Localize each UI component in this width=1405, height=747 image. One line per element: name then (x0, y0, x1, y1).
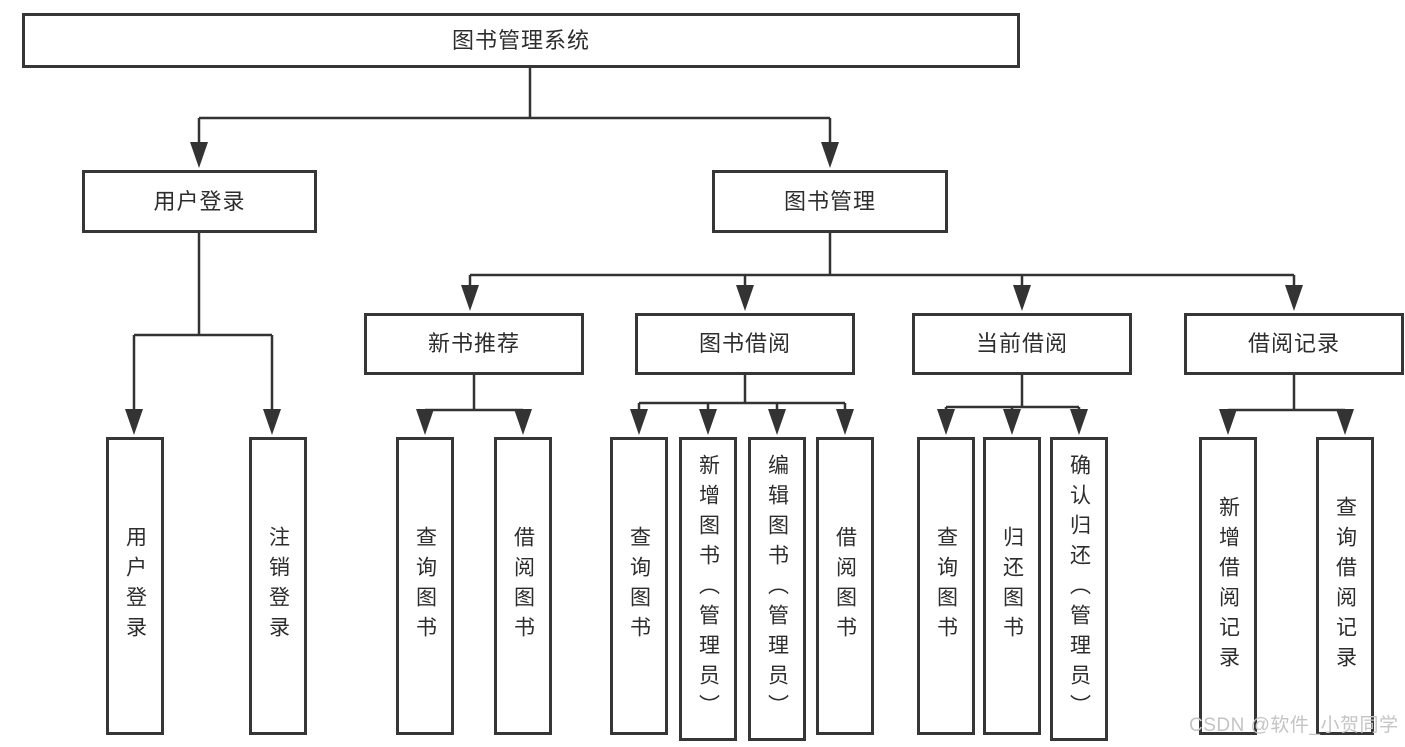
connector-borrowrecords-to-leaves (1226, 375, 1347, 416)
arrow-down-icon (1013, 285, 1031, 311)
leaf-label: 借阅图书 (511, 526, 535, 646)
leaf-edit-book-admin: 编辑图书（管理员） (748, 437, 806, 741)
node-book-management: 图书管理 (712, 170, 948, 233)
arrow-down-icon (1003, 409, 1021, 435)
arrow-down-icon (190, 142, 208, 168)
leaf-confirm-return-admin: 确认归还（管理员） (1050, 437, 1108, 741)
leaf-borrow-book: 借阅图书 (816, 437, 874, 735)
leaf-label: 归还图书 (1000, 526, 1024, 646)
arrowheads (125, 142, 1354, 435)
leaf-borrow-book-recommend: 借阅图书 (494, 437, 552, 735)
leaf-label: 用户登录 (123, 526, 147, 646)
arrow-down-icon (1285, 285, 1303, 311)
node-new-book-recommend: 新书推荐 (364, 313, 584, 375)
arrow-down-icon (416, 409, 434, 435)
arrow-down-icon (461, 285, 479, 311)
arrow-down-icon (699, 409, 717, 435)
arrow-down-icon (768, 409, 786, 435)
arrow-down-icon (836, 409, 854, 435)
arrow-down-icon (1070, 409, 1088, 435)
leaf-label: 新增图书（管理员） (696, 454, 720, 724)
leaf-label: 查询图书 (934, 526, 958, 646)
leaf-query-book-borrow: 查询图书 (610, 437, 668, 735)
leaf-label: 借阅图书 (833, 526, 857, 646)
arrow-down-icon (514, 409, 532, 435)
node-current-borrow: 当前借阅 (912, 313, 1132, 375)
leaf-label: 注销登录 (266, 526, 290, 646)
leaf-add-book-admin: 新增图书（管理员） (679, 437, 737, 741)
leaf-label: 编辑图书（管理员） (765, 454, 789, 724)
csdn-watermark: CSDN @软件_小贺同学 (1189, 715, 1399, 736)
leaf-return-book: 归还图书 (983, 437, 1041, 735)
arrow-down-icon (1336, 409, 1354, 435)
arrow-down-icon (736, 285, 754, 311)
leaf-label: 查询图书 (413, 526, 437, 646)
arrow-down-icon (630, 409, 648, 435)
arrow-down-icon (125, 409, 143, 435)
leaf-user-login: 用户登录 (106, 437, 164, 735)
arrow-down-icon (1219, 409, 1237, 435)
node-book-borrow: 图书借阅 (635, 313, 855, 375)
leaf-query-borrow-record: 查询借阅记录 (1316, 437, 1374, 735)
leaf-logout: 注销登录 (249, 437, 307, 735)
node-root: 图书管理系统 (22, 13, 1020, 68)
connector-newbookrec-to-leaves (423, 375, 525, 416)
connector-bookborrow-to-leaves (637, 375, 847, 416)
connector-root-to-level1 (197, 68, 832, 148)
leaf-label: 确认归还（管理员） (1067, 454, 1091, 724)
connector-userlogin-to-leaves (132, 233, 274, 415)
leaf-label: 新增借阅记录 (1216, 496, 1240, 676)
leaf-label: 查询图书 (627, 526, 651, 646)
leaf-query-book-recommend: 查询图书 (396, 437, 454, 735)
arrow-down-icon (821, 142, 839, 168)
leaf-query-book-current: 查询图书 (917, 437, 975, 735)
node-borrow-records: 借阅记录 (1184, 313, 1404, 375)
leaf-label: 查询借阅记录 (1333, 496, 1357, 676)
connector-bookmgmt-to-level2 (468, 233, 1296, 292)
leaf-add-borrow-record: 新增借阅记录 (1199, 437, 1257, 735)
arrow-down-icon (937, 409, 955, 435)
node-user-login: 用户登录 (82, 170, 317, 233)
arrow-down-icon (263, 409, 281, 435)
